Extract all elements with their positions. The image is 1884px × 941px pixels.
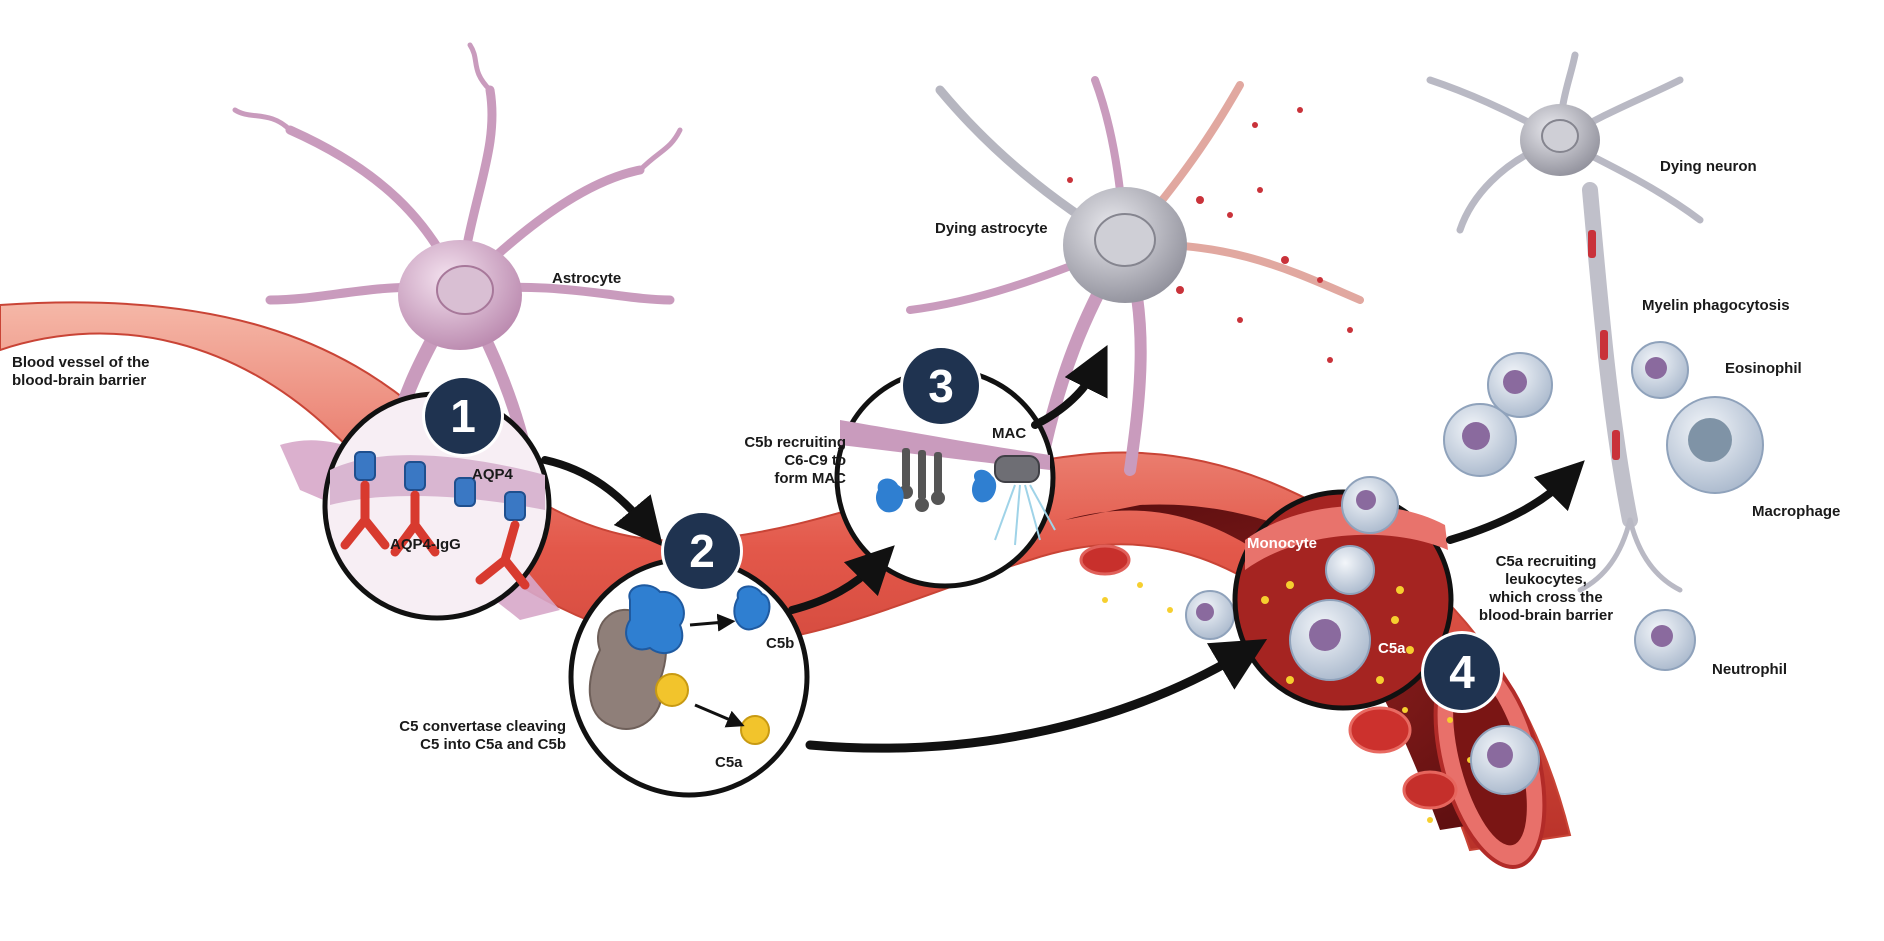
c5b-at-membrane (875, 478, 904, 513)
leukocyte-nucleus (1196, 603, 1214, 621)
tissue-leukocytes (1443, 341, 1764, 671)
mac-pore (994, 455, 1040, 483)
flow-arrows (541, 344, 1585, 753)
red-blood-cell (1348, 706, 1412, 754)
arrow-4-to-tissue (1446, 460, 1585, 544)
label-blood-vessel: Blood vessel of the blood-brain barrier (12, 354, 150, 389)
arrow-2-to-4 (805, 638, 1268, 753)
label-eosinophil: Eosinophil (1725, 360, 1802, 377)
label-astrocyte: Astrocyte (552, 270, 622, 287)
leukocyte-nucleus (1487, 742, 1513, 768)
monocyte-crossing (1325, 545, 1375, 595)
red-blood-cell (1402, 770, 1458, 810)
neutrophil-nucleus (1651, 625, 1673, 647)
neuron-nucleus (1541, 119, 1579, 153)
step-badge-3: 3 (903, 348, 979, 424)
c5b-mac (971, 469, 997, 503)
label-mac: MAC (992, 425, 1027, 442)
c6-c9-complex (899, 448, 945, 512)
tissue-leukocyte-nucleus (1462, 422, 1490, 450)
label-c5a-inner: C5a (1378, 640, 1406, 657)
astrocyte-nucleus (436, 265, 494, 315)
label-dying-astrocyte: Dying astrocyte (935, 220, 1048, 237)
aqp4-channels (354, 451, 526, 521)
label-macrophage: Macrophage (1752, 503, 1841, 520)
macrophage-nucleus (1688, 418, 1732, 462)
label-c5-convertase: C5 convertase cleaving C5 into C5a and C… (399, 718, 566, 753)
eosinophil-nucleus (1645, 357, 1667, 379)
mac-membrane (840, 420, 1050, 470)
red-blood-cell (1079, 544, 1131, 576)
magnify-circle-2 (568, 556, 810, 798)
magnify-circle-4 (1232, 476, 1454, 711)
red-blood-cells (1079, 544, 1458, 810)
tissue-leukocyte-nucleus (1503, 370, 1527, 394)
magnify-circle-1 (322, 391, 552, 621)
label-c5a: C5a (715, 754, 743, 771)
label-myelin-phagocytosis: Myelin phagocytosis (1642, 297, 1790, 314)
myelin-damage (1588, 230, 1620, 460)
c5a-fragment (740, 715, 770, 745)
dying-astrocyte-nucleus (1094, 213, 1156, 267)
arrow-2-to-3 (788, 545, 895, 614)
arrow-1-to-2 (541, 456, 663, 547)
label-c5b-recruiting: C5b recruiting C6-C9 to form MAC (744, 434, 846, 487)
arrow-3-to-dying-astrocyte (1031, 344, 1108, 429)
membrane-band (330, 455, 545, 510)
step-badge-2: 2 (664, 513, 740, 589)
ion-flux (994, 484, 1056, 546)
label-neutrophil: Neutrophil (1712, 661, 1787, 678)
magnify-circle-3 (834, 367, 1056, 589)
label-c5b: C5b (766, 635, 795, 652)
c5a-fragment-left (655, 673, 689, 707)
monocyte-nucleus (1356, 490, 1376, 510)
label-aqp4: AQP4 (472, 466, 513, 483)
label-dying-neuron: Dying neuron (1660, 158, 1757, 175)
aqp4-igg-antibodies (340, 480, 530, 590)
step-badge-4: 4 (1424, 634, 1500, 710)
label-c5a-recruiting: C5a recruiting leukocytes, which cross t… (1478, 553, 1614, 624)
label-monocyte: Monocyte (1247, 535, 1318, 552)
vessel-lumen (1065, 504, 1535, 830)
vessel-wall-detail (1245, 505, 1448, 570)
c5a-particles-zoom (1261, 581, 1414, 684)
c5b-fragment (733, 585, 771, 631)
c5-molecule (625, 584, 685, 654)
monocyte-large-nucleus (1309, 619, 1341, 651)
step-badge-1: 1 (425, 378, 501, 454)
label-aqp4-igg: AQP4-IgG (390, 536, 461, 553)
cell-debris (1067, 107, 1353, 363)
